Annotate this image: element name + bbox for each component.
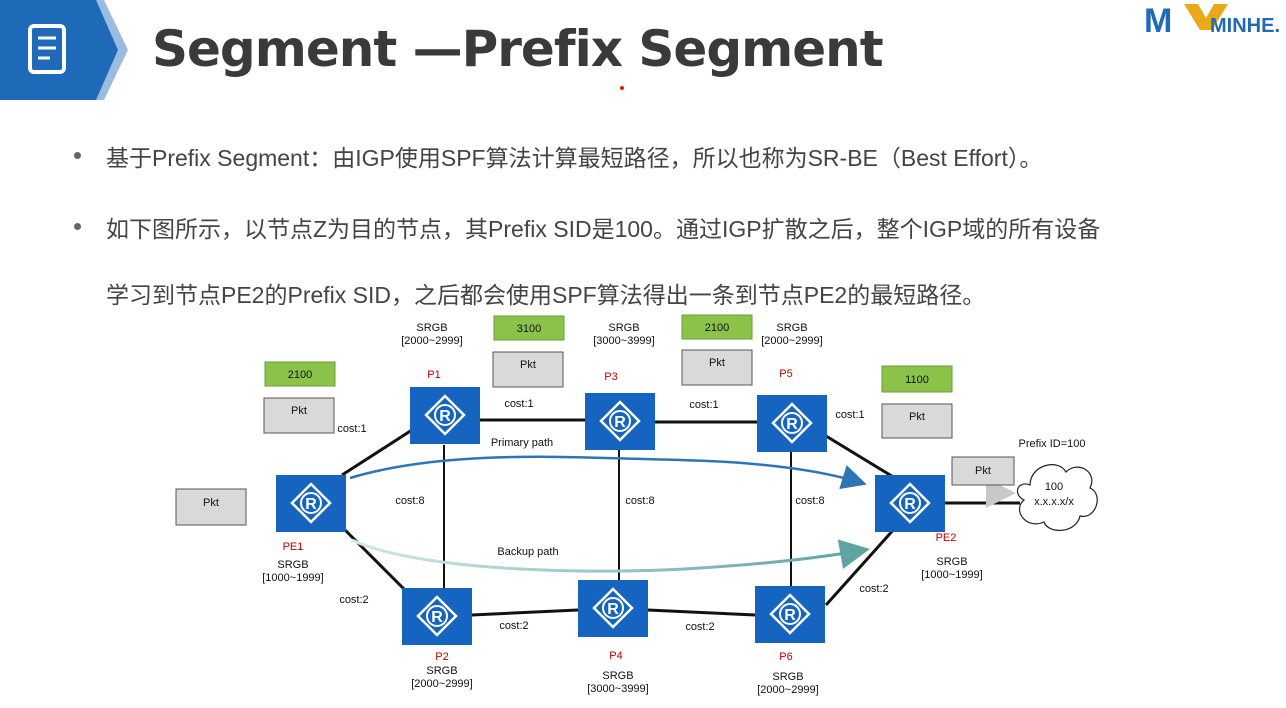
router-p1: R (410, 387, 480, 444)
page-title: Segment —Prefix Segment (152, 20, 884, 78)
router-p6: R (755, 586, 825, 643)
cost-label: cost:1 (689, 399, 718, 411)
router-glyph: R (305, 496, 317, 513)
label-stack-pe1: 2100 Pkt (263, 361, 336, 434)
cost-label: cost:1 (504, 398, 533, 410)
srgb-range: [2000~2999] (401, 335, 462, 347)
label-stack-p1: 3100 Pkt (492, 315, 565, 388)
router-glyph: R (431, 609, 443, 626)
link-pe1-p2 (338, 523, 407, 592)
router-p3: R (585, 393, 655, 450)
sid-label: 2100 (288, 369, 312, 381)
router-glyph: R (439, 408, 451, 425)
cost-label: cost:2 (859, 583, 888, 595)
packet-label: Pkt (203, 497, 219, 509)
router-glyph: R (786, 416, 798, 433)
link-p5-pe2 (825, 434, 896, 480)
link-p2-p4 (471, 608, 579, 617)
srgb-label: SRGB (608, 322, 639, 334)
srgb-label: SRGB (277, 559, 308, 571)
egress-packet: Pkt (951, 456, 1015, 486)
srgb-label: SRGB (772, 671, 803, 683)
router-p2: R (402, 588, 472, 645)
cost-label: cost:8 (395, 495, 424, 507)
packet-label: Pkt (520, 359, 536, 371)
srgb-label: SRGB (776, 322, 807, 334)
document-icon (28, 24, 66, 74)
router-glyph: R (607, 601, 619, 618)
cost-label: cost:2 (339, 594, 368, 606)
node-name-pe1: PE1 (283, 541, 304, 553)
srgb-range: [3000~3999] (587, 683, 648, 695)
sid-label: 1100 (905, 374, 929, 386)
router-p5: R (757, 395, 827, 452)
node-name-p6: P6 (779, 651, 792, 663)
node-name-p5: P5 (779, 368, 792, 380)
cost-label: cost:8 (795, 495, 824, 507)
packet-label: Pkt (709, 357, 725, 369)
brand-logo: M MINHE. (1144, 2, 1280, 40)
node-name-pe2: PE2 (936, 532, 957, 544)
bullet-dot (74, 223, 81, 230)
cloud-sid: 100 (1045, 481, 1063, 493)
node-name-p2: P2 (435, 651, 448, 663)
primary-path-arrow (349, 455, 867, 490)
packet-label: Pkt (291, 405, 307, 417)
sid-label: 3100 (517, 323, 541, 335)
prefix-id-label: Prefix ID=100 (1019, 438, 1086, 450)
bullet-text: 基于Prefix Segment：由IGP使用SPF算法计算最短路径，所以也称为… (106, 145, 1043, 171)
srgb-range: [2000~2999] (411, 678, 472, 690)
backup-path-label: Backup path (497, 546, 558, 558)
router-glyph: R (614, 414, 626, 431)
srgb-range: [2000~2999] (757, 684, 818, 696)
router-glyph: R (784, 607, 796, 624)
cost-label: cost:2 (685, 621, 714, 633)
title-marker-dot (620, 86, 624, 90)
srgb-label: SRGB (426, 665, 457, 677)
backup-path-arrow (351, 538, 870, 573)
bullet-text: 如下图所示，以节点Z为目的节点，其Prefix SID是100。通过IGP扩散之… (106, 216, 1101, 242)
ingress-packet: Pkt (175, 488, 247, 526)
label-stack-p3: 2100 Pkt (681, 314, 753, 386)
bullet-text: 学习到节点PE2的Prefix SID，之后都会使用SPF算法得出一条到节点PE… (106, 282, 986, 308)
node-name-p1: P1 (427, 369, 440, 381)
cost-label: cost:2 (499, 620, 528, 632)
sid-label: 2100 (705, 322, 729, 334)
srgb-range: [1000~1999] (921, 569, 982, 581)
svg-text:M: M (1144, 2, 1172, 40)
header-badge (0, 0, 130, 100)
packet-label: Pkt (909, 411, 925, 423)
cost-label: cost:1 (835, 409, 864, 421)
primary-path-label: Primary path (491, 437, 553, 449)
node-name-p4: P4 (609, 650, 622, 662)
label-stack-p5: 1100 Pkt (881, 365, 953, 439)
bullet-dot (74, 152, 81, 159)
cost-label: cost:1 (337, 423, 366, 435)
srgb-range: [3000~3999] (593, 335, 654, 347)
node-name-p3: P3 (604, 371, 617, 383)
srgb-label: SRGB (416, 322, 447, 334)
router-pe2: R (875, 475, 945, 532)
router-pe1: R (276, 475, 346, 532)
cost-label: cost:8 (625, 495, 654, 507)
cloud-prefix: x.x.x.x/x (1034, 496, 1074, 508)
link-p4-p6 (647, 608, 756, 617)
logo-text: MINHE. (1210, 15, 1280, 37)
srgb-range: [2000~2999] (761, 335, 822, 347)
link-pe1-p1 (341, 428, 413, 477)
srgb-label: SRGB (936, 556, 967, 568)
router-p4: R (578, 580, 648, 637)
destination-cloud: 100 x.x.x.x/x (1016, 464, 1098, 531)
packet-label: Pkt (975, 465, 991, 477)
srgb-range: [1000~1999] (262, 572, 323, 584)
srgb-label: SRGB (602, 670, 633, 682)
router-glyph: R (904, 496, 916, 513)
